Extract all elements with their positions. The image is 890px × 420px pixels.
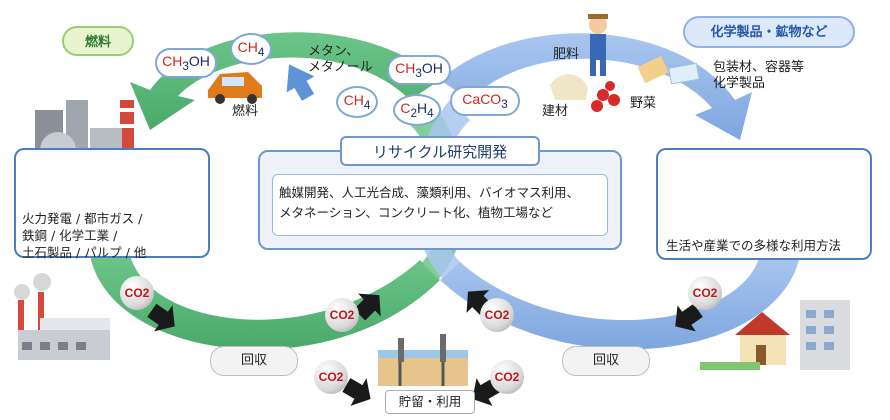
- fuel-car-label: 燃料: [232, 104, 259, 119]
- co2-arrows: [147, 290, 703, 406]
- co2-bubble-bottom-right: CO2: [490, 360, 524, 394]
- storage-use-label: 貯留・利用: [385, 390, 475, 414]
- storage-illustration: [378, 334, 468, 386]
- molecule-c2h4: C2H4: [393, 94, 441, 126]
- molecule-ch4-top: CH4: [230, 33, 272, 65]
- recovery-left-pill: 回収: [210, 346, 298, 376]
- vegetables-label: 野菜: [630, 96, 657, 111]
- up-arrow-blue: [286, 64, 315, 101]
- methane-methanol-label: メタン、 メタノール: [308, 44, 373, 75]
- arrow-left-down: [147, 303, 175, 332]
- center-inner: 触媒開発、人工光合成、藻類利用、バイオマス利用、 メタネーション、コンクリート化…: [272, 174, 608, 236]
- left-industry-box: 火力発電 / 都市ガス / 鉄鋼 / 化学工業 / 土石製品 / パルプ / 他: [14, 148, 210, 260]
- car-illustration: [208, 72, 262, 104]
- house-illustration: [700, 300, 850, 370]
- right-usage-box: 生活や産業での多様な利用方法: [656, 148, 872, 260]
- co2-bubble-left: CO2: [120, 276, 154, 310]
- molecule-ch4-mid: CH4: [336, 86, 378, 118]
- fuel-badge: 燃料: [62, 26, 134, 56]
- fertilizer-label: 肥料: [553, 47, 580, 62]
- chemicals-badge: 化学製品・鉱物など: [683, 16, 855, 48]
- molecule-ch3oh-left: CH3OH: [155, 48, 217, 78]
- usage-caption: 生活や産業での多様な利用方法: [666, 238, 842, 253]
- power-plant-illustration: [14, 273, 110, 360]
- co2-bubble-bottom-left: CO2: [314, 360, 348, 394]
- recovery-right-pill: 回収: [562, 346, 650, 376]
- farm-illustration: [550, 14, 700, 112]
- arrow-storage-left: [342, 378, 371, 406]
- arrow-center-up-left: [353, 293, 381, 321]
- blue-loop-band: [440, 33, 752, 140]
- molecule-ch3oh-right: CH3OH: [387, 55, 451, 85]
- center-title: リサイクル研究開発: [340, 136, 540, 166]
- co2-bubble-right: CO2: [688, 276, 722, 310]
- center-research-box: リサイクル研究開発 触媒開発、人工光合成、藻類利用、バイオマス利用、 メタネーシ…: [258, 136, 622, 250]
- industry-list: 火力発電 / 都市ガス / 鉄鋼 / 化学工業 / 土石製品 / パルプ / 他: [22, 211, 147, 260]
- building-material-label: 建材: [542, 104, 569, 119]
- packaging-label: 包装材、容器等 化学製品: [713, 60, 805, 91]
- co2-bubble-center-right: CO2: [480, 298, 514, 332]
- molecule-caco3: CaCO3: [450, 86, 520, 116]
- blue-loop-lower: [440, 255, 800, 350]
- arrow-right-down: [675, 303, 703, 332]
- co2-bubble-center-left: CO2: [325, 298, 359, 332]
